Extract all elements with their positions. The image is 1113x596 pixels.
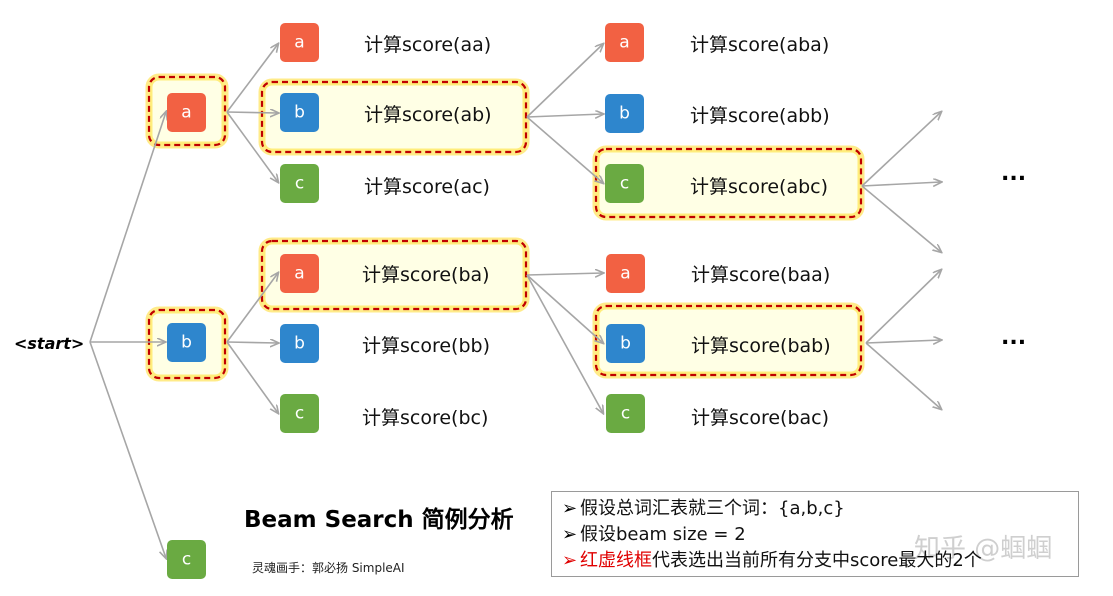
ellipsis-lower: ... (1001, 325, 1026, 350)
node-l2-ab: b (280, 93, 319, 132)
node-l2-aa: a (280, 23, 319, 62)
edge (526, 274, 603, 413)
svg-text:b: b (619, 104, 630, 124)
edge (89, 112, 166, 343)
svg-text:a: a (294, 264, 304, 284)
beam-box-ba (258, 237, 530, 313)
score-baa: 计算score(baa) (691, 264, 830, 286)
node-l3-baa: a (606, 254, 645, 293)
edge (226, 111, 278, 182)
legend-text-rest: 代表选出当前所有分支中score最大的2个 (652, 550, 982, 571)
edge (861, 182, 941, 186)
edge (226, 341, 278, 413)
svg-text:a: a (620, 264, 630, 284)
edge (526, 273, 603, 275)
arrow-bullet-icon: ➢ (562, 550, 578, 571)
arrow-bullet-icon: ➢ (562, 524, 578, 545)
ellipsis-upper: ... (1001, 161, 1026, 186)
beam-box-ab (258, 78, 530, 156)
node-l1-a: a (167, 93, 206, 132)
edge (865, 342, 941, 409)
edge (226, 342, 278, 343)
node-l2-ba: a (280, 254, 319, 293)
svg-text:c: c (182, 550, 191, 570)
node-l3-abb: b (605, 94, 644, 133)
score-bab: 计算score(bab) (691, 335, 831, 357)
svg-text:b: b (294, 334, 305, 354)
beam-box-bab (592, 302, 865, 379)
node-l2-bb: b (280, 324, 319, 363)
svg-text:a: a (181, 103, 191, 123)
svg-text:a: a (619, 33, 629, 53)
node-l2-bc: c (280, 394, 319, 433)
edge (226, 112, 278, 113)
edge (226, 44, 278, 113)
edge (526, 274, 603, 343)
legend-text-vocab: 假设总词汇表就三个词：{a,b,c} (580, 498, 845, 519)
edge (226, 273, 278, 343)
svg-text:c: c (295, 174, 304, 194)
arrow-bullet-icon: ➢ (562, 498, 578, 519)
svg-text:a: a (294, 33, 304, 53)
svg-text:b: b (181, 333, 192, 353)
score-ab: 计算score(ab) (364, 104, 492, 126)
legend-text-highlight: 红虚线框 (580, 550, 652, 571)
beam-box-abc (592, 145, 865, 221)
edge (526, 44, 603, 118)
node-l1-c: c (167, 540, 206, 579)
score-ac: 计算score(ac) (364, 176, 490, 198)
legend-text-beam-size: 假设beam size = 2 (580, 524, 746, 545)
svg-text:c: c (295, 404, 304, 424)
legend-item-vocab: ➢假设总词汇表就三个词：{a,b,c} (562, 496, 1068, 522)
node-l2-ac: c (280, 164, 319, 203)
svg-text:c: c (621, 404, 630, 424)
start-label: <start> (14, 334, 84, 353)
credit-line: 灵魂画手：郭必扬 SimpleAI (252, 560, 405, 575)
node-l3-abc: c (605, 164, 644, 203)
node-l3-aba: a (605, 23, 644, 62)
score-aba: 计算score(aba) (690, 34, 829, 56)
svg-text:b: b (620, 334, 631, 354)
edge (861, 185, 941, 252)
edge (89, 341, 166, 558)
node-l3-bab: b (606, 324, 645, 363)
edges (89, 44, 941, 558)
diagram-title: Beam Search 简例分析 (244, 506, 514, 533)
score-aa: 计算score(aa) (364, 34, 491, 56)
svg-text:b: b (294, 103, 305, 123)
score-abb: 计算score(abb) (690, 105, 830, 127)
edge (865, 340, 941, 343)
legend-item-highlight: ➢红虚线框代表选出当前所有分支中score最大的2个 (562, 548, 1068, 574)
score-ba: 计算score(ba) (362, 264, 490, 286)
edge (526, 116, 603, 183)
score-abc: 计算score(abc) (690, 176, 828, 198)
edge (526, 114, 603, 117)
score-bac: 计算score(bac) (691, 407, 829, 429)
node-l1-b: b (167, 323, 206, 362)
edge (861, 112, 941, 187)
score-bc: 计算score(bc) (362, 407, 488, 429)
edge (865, 270, 941, 344)
svg-text:c: c (620, 174, 629, 194)
node-l3-bac: c (606, 394, 645, 433)
score-bb: 计算score(bb) (362, 335, 490, 357)
legend-box: ➢假设总词汇表就三个词：{a,b,c} ➢假设beam size = 2 ➢红虚… (551, 491, 1079, 577)
legend-item-beam-size: ➢假设beam size = 2 (562, 522, 1068, 548)
